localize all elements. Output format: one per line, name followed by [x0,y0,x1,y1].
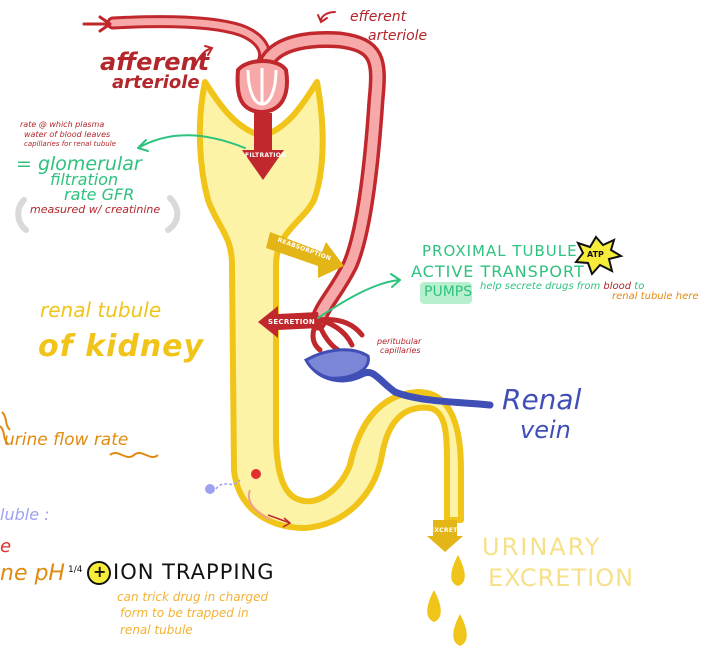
quarter-label: 1/4 [68,566,82,575]
urinary-label: URINARY [482,535,602,559]
gfr-title-3: rate GFR [64,187,134,203]
excretion-label: EXCRETION [430,527,471,534]
active-transport-label: ACTIVE TRANSPORT [411,264,585,280]
gfr-measured: measured w/ creatinine [30,204,160,215]
trap-note-1: can trick drug in charged [117,591,268,603]
e-fragment: e [0,538,11,556]
peritubular-vessels [313,320,362,352]
peritubular-label-2: capillaries [380,347,421,355]
ne-ph-fragment: ne pH [0,563,65,585]
gfr-note-2: water of blood leaves [24,131,110,139]
pumps-note-3: renal tubule here [612,292,699,302]
plus-label: + [93,564,106,580]
peritubular-label-1: peritubular [377,338,421,346]
drug-particle-charged [251,469,261,479]
urine-flow-rate-label: urine flow rate [4,432,128,449]
pumps-note-1: help secrete drugs from [480,281,600,292]
renal-vein-label-2: vein [520,418,571,442]
efferent-arteriole-label: arteriole [368,29,427,43]
drug-particle-neutral [205,484,215,494]
urine-drop-3 [453,614,467,646]
trap-note-2: form to be trapped in [120,607,249,619]
excretion-arrow [427,520,463,552]
luble-fragment: luble : [0,507,50,523]
renal-vein-label-1: Renal [502,386,581,414]
ion-trapping-label: ION TRAPPING [113,562,275,583]
atp-label: ATP [587,251,604,259]
urine-drop-2 [427,590,441,622]
proximal-tubule-label: PROXIMAL TUBULE [422,244,578,259]
trap-note-3: renal tubule [120,624,193,636]
pumps-label: PUMPS [424,285,472,299]
secretion-label: SECRETION [268,318,315,326]
filtration-label: FILTRATION [245,152,287,159]
gfr-note-1: rate @ which plasma [20,121,104,129]
renal-tubule-label-1: renal tubule [40,300,161,320]
afferent-inflow-arrow [84,17,110,31]
renal-tubule-label-2: of kidney [38,332,204,362]
gfr-note-3: capillaries for renal tubule [24,141,116,148]
efferent-label: efferent [350,10,406,24]
excretion-big-label: EXCRETION [488,566,634,590]
afferent-label: afferent [100,50,209,74]
urine-drop-1 [451,555,465,586]
afferent-arteriole-label: arteriole [112,74,200,92]
